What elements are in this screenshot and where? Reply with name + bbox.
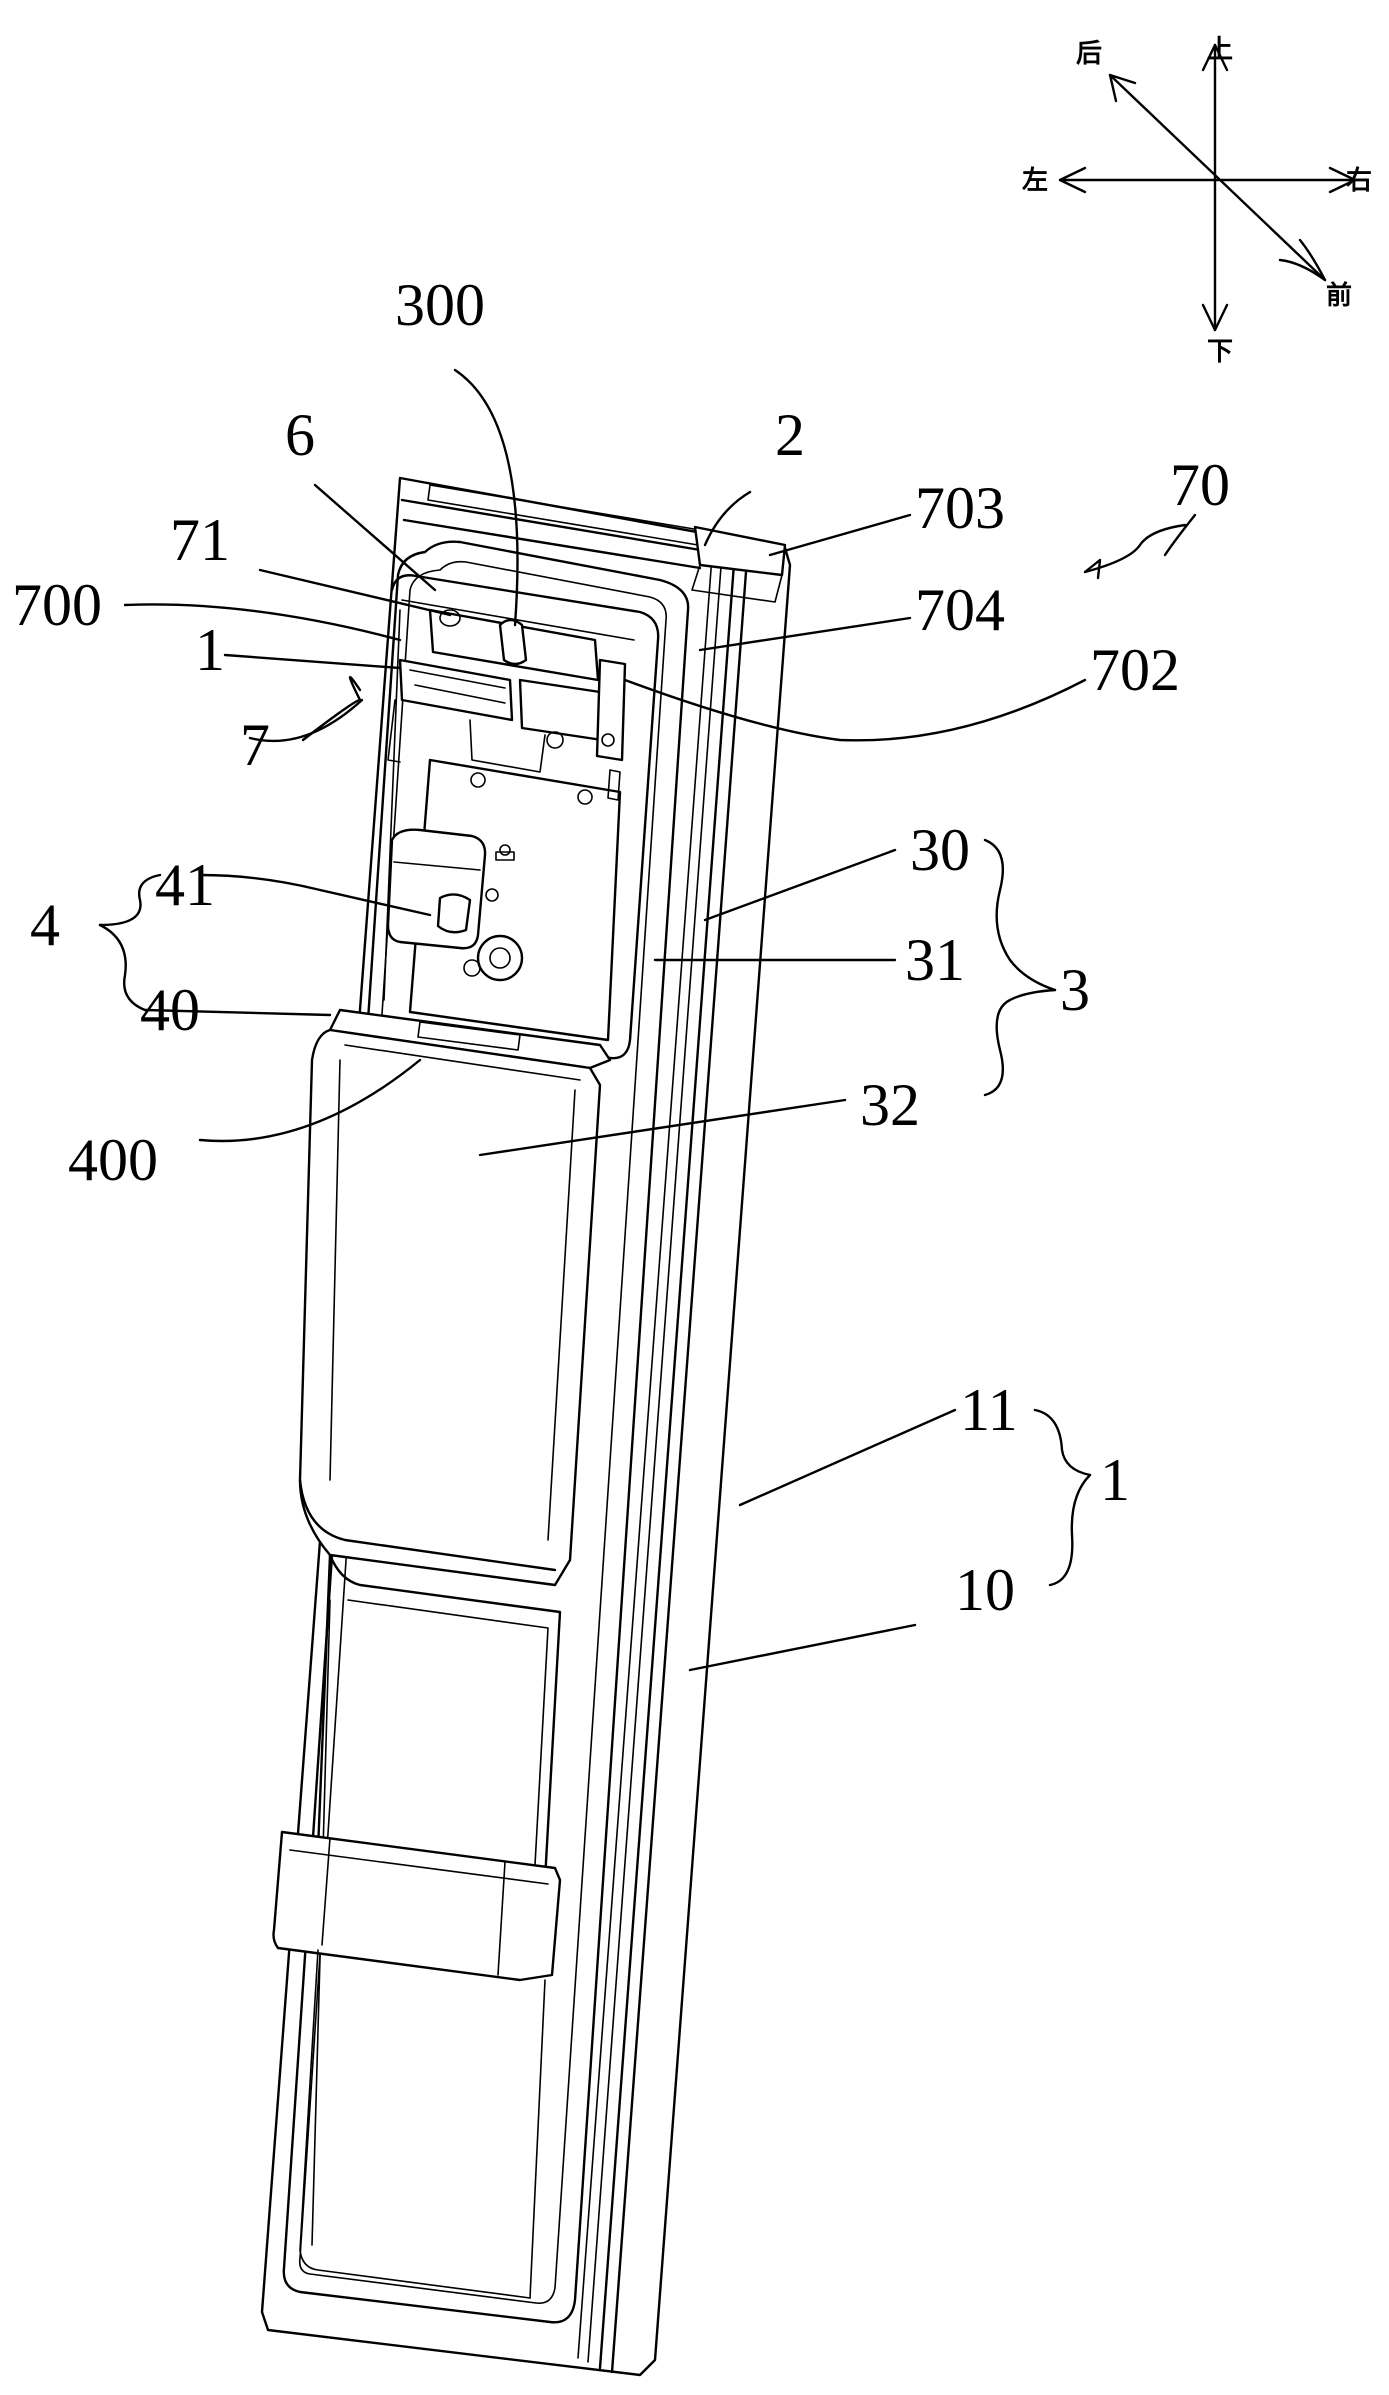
- dispenser-tray: [328, 1008, 612, 1070]
- label-1-top: 1: [195, 617, 225, 683]
- label-300: 300: [395, 272, 485, 338]
- label-4: 4: [30, 892, 60, 958]
- label-6: 6: [285, 402, 315, 468]
- dispenser-recess: [390, 574, 660, 1060]
- label-700: 700: [12, 572, 102, 638]
- door-assembly: [260, 476, 792, 2377]
- reference-labels: 300 6 2 703 70 71 700 704 1 702 7 41 30 …: [12, 272, 1230, 1623]
- door-shelf: [272, 1830, 562, 1982]
- label-32: 32: [860, 1072, 920, 1138]
- compass-right: 右: [1346, 166, 1372, 196]
- label-40: 40: [140, 977, 200, 1043]
- compass-up: 上: [1207, 35, 1233, 65]
- compass-down: 下: [1207, 337, 1233, 367]
- label-30: 30: [910, 817, 970, 883]
- motor-box: [386, 828, 487, 950]
- ice-maker-mechanism: [387, 608, 627, 801]
- label-70: 70: [1170, 452, 1230, 518]
- label-2: 2: [775, 402, 805, 468]
- label-1-right: 1: [1100, 1447, 1130, 1513]
- label-7: 7: [240, 712, 270, 778]
- label-702: 702: [1090, 637, 1180, 703]
- label-31: 31: [905, 927, 965, 993]
- label-400: 400: [68, 1127, 158, 1193]
- label-41: 41: [155, 852, 215, 918]
- compass-back: 后: [1076, 39, 1102, 69]
- leader-lines: [98, 368, 1197, 1672]
- front-cover: [298, 1028, 602, 1587]
- label-11: 11: [960, 1377, 1018, 1443]
- direction-compass: 上 下 左 右 后 前: [1022, 35, 1372, 367]
- label-71: 71: [170, 507, 230, 573]
- label-703: 703: [915, 475, 1005, 541]
- door-liner-frame: [282, 540, 690, 2324]
- compass-front: 前: [1326, 280, 1352, 311]
- lower-liner: [316, 1553, 562, 1882]
- label-704: 704: [915, 577, 1005, 643]
- label-10: 10: [955, 1557, 1015, 1623]
- label-3: 3: [1060, 957, 1090, 1023]
- door-side-edge: [610, 543, 750, 2374]
- compass-left: 左: [1022, 166, 1048, 196]
